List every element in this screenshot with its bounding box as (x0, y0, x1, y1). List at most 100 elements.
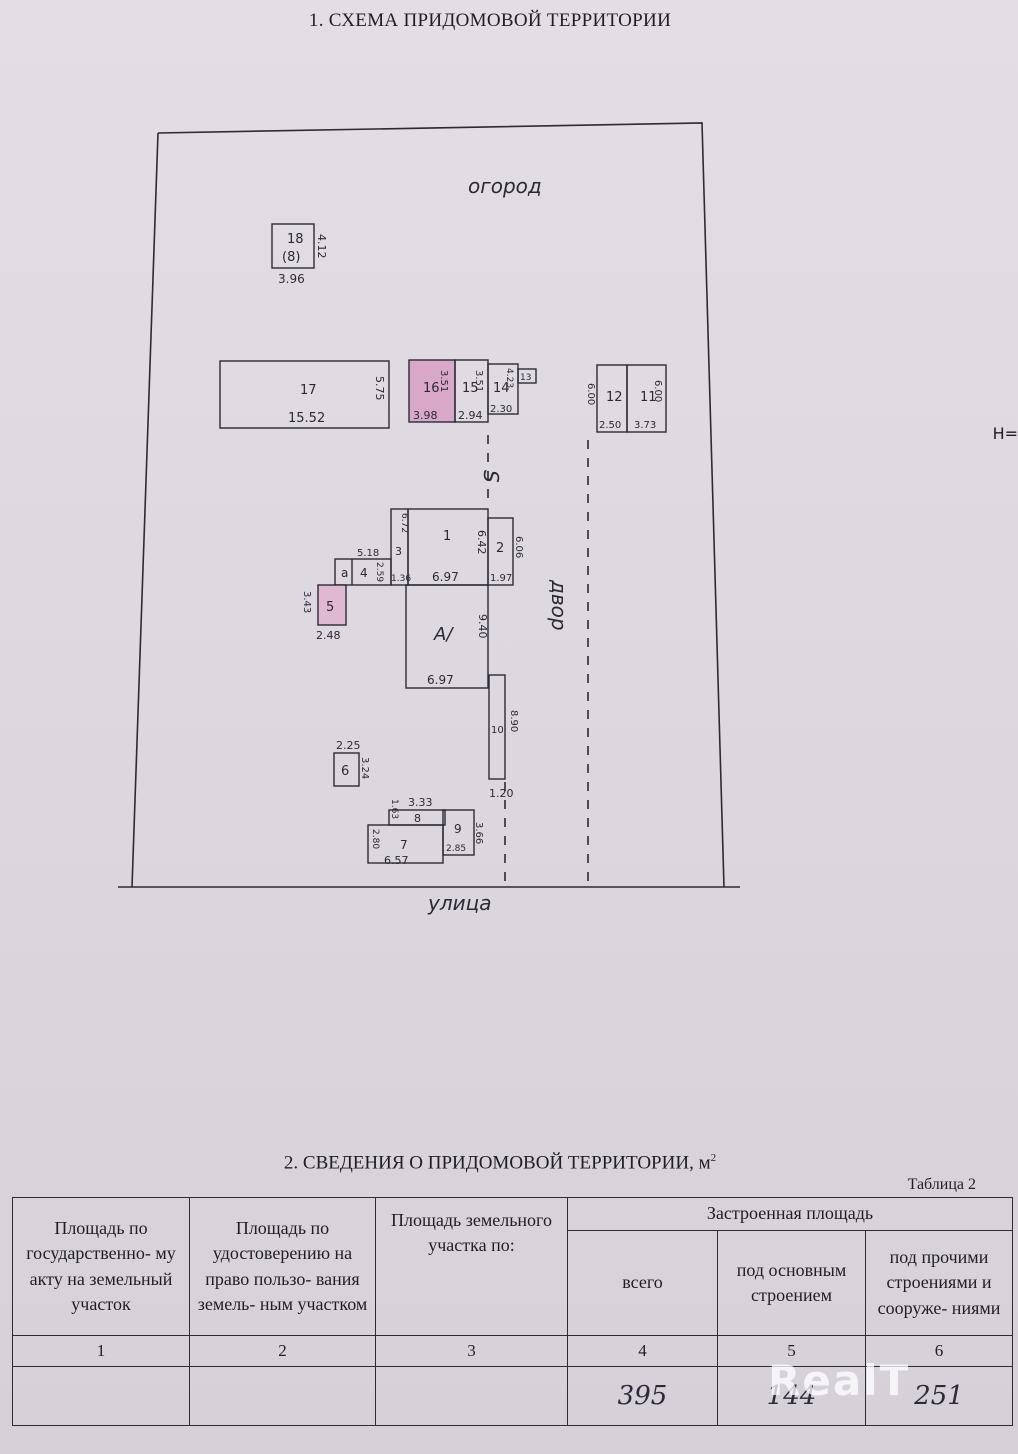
ba-number: а (341, 566, 348, 580)
building-18 (271, 223, 315, 269)
table-number: Таблица 2 (907, 1176, 976, 1193)
b7-width: 6.57 (384, 854, 409, 867)
building-A (405, 584, 489, 689)
b10-width: 1.20 (489, 787, 514, 800)
b16-height: 3.51 (438, 370, 449, 392)
col-number: 1 (12, 1335, 190, 1367)
building-10 (488, 674, 506, 780)
b6-width: 2.25 (336, 739, 361, 752)
col-number: 4 (567, 1335, 718, 1367)
b17-number: 17 (300, 383, 317, 398)
b15-number: 15 (462, 381, 479, 396)
building-14 (487, 363, 519, 415)
b1-height: 6.42 (475, 530, 488, 555)
b17-height: 5.75 (373, 376, 386, 401)
value-land-area (375, 1366, 568, 1426)
building-17 (219, 360, 390, 429)
b11-width: 3.73 (634, 420, 656, 431)
b16-number: 16 (423, 381, 440, 396)
b18-sub: (8) (282, 250, 300, 265)
b18-width: 3.96 (278, 272, 305, 286)
b18-number: 18 (287, 232, 304, 247)
building-13 (517, 368, 537, 384)
b8-width: 3.33 (408, 796, 433, 809)
section2-title-text: 2. СВЕДЕНИЯ О ПРИДОМОВОЙ ТЕРРИТОРИИ, м (283, 1152, 711, 1174)
b1-width: 6.97 (432, 570, 459, 584)
b6-number: 6 (341, 764, 349, 779)
street-label: улица (427, 891, 492, 915)
value-certificate (189, 1366, 376, 1426)
garden-label: огород (468, 174, 542, 198)
b7-height: 2.80 (370, 829, 380, 849)
section2-title: 2. СВЕДЕНИЯ О ПРИДОМОВОЙ ТЕРРИТОРИИ, м2 (0, 1152, 1000, 1174)
b5-height: 3.43 (301, 591, 312, 613)
b7-number: 7 (400, 838, 408, 852)
header-built-area: Застроенная площадь (567, 1197, 1013, 1231)
bA-label: А/ (433, 624, 454, 645)
b6-height: 3.24 (359, 757, 370, 779)
header-state-act: Площадь по государственно- му акту на зе… (12, 1197, 190, 1336)
site-plan: огород улица двор S (118, 122, 740, 915)
header-total: всего (567, 1230, 718, 1336)
b5-width: 2.48 (316, 629, 341, 642)
col-number: 3 (375, 1335, 568, 1367)
building-9 (442, 809, 475, 856)
col-number: 6 (865, 1335, 1013, 1367)
value-row: 395 144 251 (12, 1366, 1013, 1426)
b2-number: 2 (496, 541, 504, 556)
b15-width: 2.94 (458, 409, 483, 422)
value-state-act (12, 1366, 190, 1426)
building-3 (390, 508, 409, 586)
building-2 (487, 517, 514, 586)
col-number: 2 (189, 1335, 376, 1367)
b3-width: 1.36 (391, 574, 411, 584)
b12-width: 2.50 (599, 420, 621, 431)
b11-height: 6.00 (652, 380, 663, 402)
b18-height: 4.12 (315, 234, 328, 259)
b14-number: 14 (493, 381, 510, 396)
b4-number: 4 (360, 566, 368, 580)
value-total: 395 (567, 1366, 718, 1426)
path-mark: S (479, 470, 503, 483)
building-11 (626, 364, 667, 433)
building-4 (334, 558, 392, 586)
b14-width: 2.30 (490, 404, 512, 415)
bA-height: 9.40 (476, 614, 489, 639)
yard-label: двор (547, 579, 571, 631)
b12-number: 12 (606, 390, 623, 405)
b4-width: 5.18 (357, 548, 379, 559)
table-header-row-1: Площадь по государственно- му акту на зе… (12, 1197, 1013, 1336)
watermark-logo: RealT (768, 1356, 911, 1405)
edge-note: Н= (992, 424, 1018, 443)
b8-number: 8 (414, 812, 421, 825)
b9-width: 2.85 (446, 844, 466, 854)
header-certificate: Площадь по удостоверению на право пользо… (189, 1197, 376, 1336)
building-5 (317, 584, 347, 626)
b10-number: 10 (491, 725, 504, 736)
b1-number: 1 (443, 529, 451, 544)
b10-height: 8.90 (508, 710, 519, 732)
bA-width: 6.97 (427, 673, 454, 687)
b4-height: 2.59 (374, 562, 384, 582)
b9-number: 9 (454, 822, 462, 836)
plot-boundary (157, 122, 725, 888)
header-other-buildings: под прочими строениями и сооруже- ниями (865, 1230, 1013, 1336)
b15-height: 3.51 (473, 370, 484, 392)
territory-table: Площадь по государственно- му акту на зе… (12, 1197, 1013, 1426)
section1-title: 1. СХЕМА ПРИДОМОВОЙ ТЕРРИТОРИИ (308, 10, 672, 31)
header-land-area: Площадь земельного участка по: (375, 1197, 568, 1336)
b3-height: 6.72 (399, 513, 409, 533)
b8-height: 1.63 (389, 799, 399, 819)
b3-number: 3 (395, 545, 402, 558)
b16-width: 3.98 (413, 409, 438, 422)
building-6 (333, 752, 360, 787)
header-main-building: под основным строением (717, 1230, 866, 1336)
b2-height: 6.06 (513, 536, 524, 558)
b13-number: 13 (520, 373, 531, 383)
b17-width: 15.52 (288, 411, 325, 426)
b2-width: 1.97 (490, 573, 512, 584)
b11-number: 11 (640, 390, 657, 405)
section2-title-sup: 2 (710, 1152, 717, 1164)
b5-number: 5 (326, 600, 334, 615)
